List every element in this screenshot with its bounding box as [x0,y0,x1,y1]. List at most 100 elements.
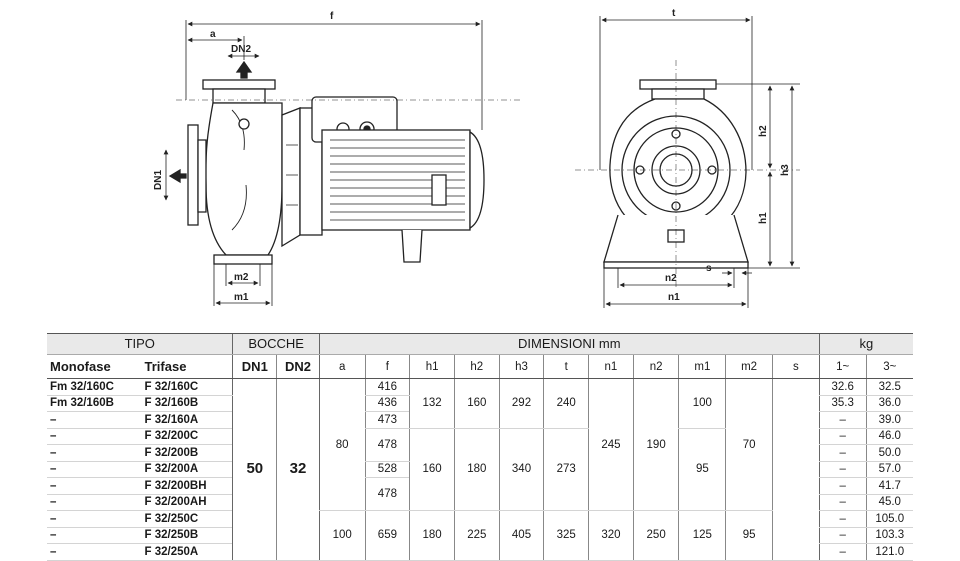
cell-f: 416 [364,378,410,396]
dim-dn2-label: DN2 [231,44,251,55]
group-tipo: TIPO [47,333,233,355]
cell-kg3: 32.5 [865,378,913,396]
cell-kg3: 103.3 [865,527,913,544]
cell-trifase: F 32/160A [141,411,233,429]
cell-kg3: 46.0 [865,428,913,445]
cell-m2-160-200: 70 [725,378,773,511]
cell-trifase: F 32/160B [141,395,233,412]
cell-f-478: 478 [364,428,410,462]
group-bocche: BOCCHE [232,333,320,355]
cell-h2-200: 180 [453,428,500,511]
dim-n2-label: n2 [665,273,677,284]
cell-kg1: 35.3 [818,395,867,412]
dim-s-label: s [706,263,712,274]
cell-kg1: – [818,494,867,511]
dim-h2-label: h2 [758,125,769,137]
col-m2: m2 [725,354,773,379]
cell-h3-160: 292 [498,378,544,429]
cell-trifase: F 32/200BH [141,477,233,495]
cell-monofase: – [47,428,142,445]
cell-monofase: Fm 32/160C [47,378,142,396]
cell-kg3: 45.0 [865,494,913,511]
dim-dn1-label: DN1 [153,170,164,190]
cell-trifase: F 32/200C [141,428,233,445]
table-row: Fm 32/160C F 32/160C 50 32 80 416 132 16… [47,378,913,561]
col-a: a [318,354,366,379]
cell-a-250: 100 [318,510,366,561]
col-f: f [364,354,410,379]
front-view [575,16,800,308]
cell-kg3: 41.7 [865,477,913,495]
col-h3: h3 [498,354,544,379]
dim-h1-label: h1 [758,212,769,224]
column-header-row: Monofase Trifase DN1 DN2 a f h1 h2 h3 t … [47,354,913,379]
cell-kg3: 50.0 [865,444,913,462]
cell-monofase: – [47,411,142,429]
cell-monofase: – [47,527,142,544]
cell-kg1: – [818,477,867,495]
col-dn1: DN1 [232,354,277,379]
cell-n2-250: 250 [632,510,679,561]
col-m1: m1 [678,354,726,379]
cell-t-200: 273 [543,428,589,511]
cell-trifase: F 32/200B [141,444,233,462]
group-kg: kg [818,333,913,355]
cell-kg1: 32.6 [818,378,867,396]
cell-f: 473 [364,411,410,429]
cell-dn2: 32 [276,378,320,561]
cell-n1-250: 320 [588,510,634,561]
cell-t-160: 240 [543,378,589,429]
cell-a-160-200: 80 [318,378,366,511]
cell-kg1: – [818,510,867,528]
cell-trifase: F 32/160C [141,378,233,396]
cell-m1-200: 95 [678,428,726,511]
dim-a-label: a [210,29,216,40]
col-n2: n2 [632,354,679,379]
dim-m1-label: m1 [234,292,249,303]
cell-kg1: – [818,461,867,478]
cell-f-659: 659 [364,510,410,561]
cell-trifase: F 32/250C [141,510,233,528]
cell-monofase: – [47,444,142,462]
col-s: s [771,354,820,379]
cell-monofase: – [47,461,142,478]
cell-t-250: 325 [543,510,589,561]
cell-kg3: 105.0 [865,510,913,528]
cell-dn1: 50 [232,378,277,561]
cell-monofase: – [47,494,142,511]
table-row: – F 32/250B – 103.3 [47,527,913,544]
cell-monofase: – [47,543,142,561]
cell-kg1: – [818,428,867,445]
table-row: – F 32/200BH 478 – 41.7 [47,477,913,511]
cell-s [771,378,820,561]
cell-trifase: F 32/200A [141,461,233,478]
col-monofase: Monofase [47,354,142,379]
dim-f-label: f [330,11,334,22]
col-n1: n1 [588,354,634,379]
cell-kg1: – [818,444,867,462]
cell-kg1: – [818,543,867,561]
cell-m1-250: 125 [678,510,726,561]
cell-trifase: F 32/200AH [141,494,233,511]
table-row: Fm 32/160B F 32/160B 436 35.3 36.0 [47,395,913,412]
cell-kg3: 39.0 [865,411,913,429]
col-h2: h2 [453,354,500,379]
col-kg3: 3~ [865,354,913,379]
col-trifase: Trifase [141,354,233,379]
specifications-table: TIPO BOCCHE DIMENSIONI mm kg Monofase Tr… [47,333,913,561]
cell-kg3: 57.0 [865,461,913,478]
cell-h3-200: 340 [498,428,544,511]
cell-monofase: – [47,510,142,528]
cell-h2-160: 160 [453,378,500,429]
cell-kg1: – [818,411,867,429]
col-dn2: DN2 [276,354,320,379]
cell-h1-200: 160 [409,428,455,511]
cell-h2-250: 225 [453,510,500,561]
table-row: – F 32/200B – 50.0 [47,444,913,462]
cell-h1-250: 180 [409,510,455,561]
cell-kg3: 121.0 [865,543,913,561]
cell-monofase: Fm 32/160B [47,395,142,412]
cell-kg1: – [818,527,867,544]
cell-f: 436 [364,395,410,412]
cell-h3-250: 405 [498,510,544,561]
